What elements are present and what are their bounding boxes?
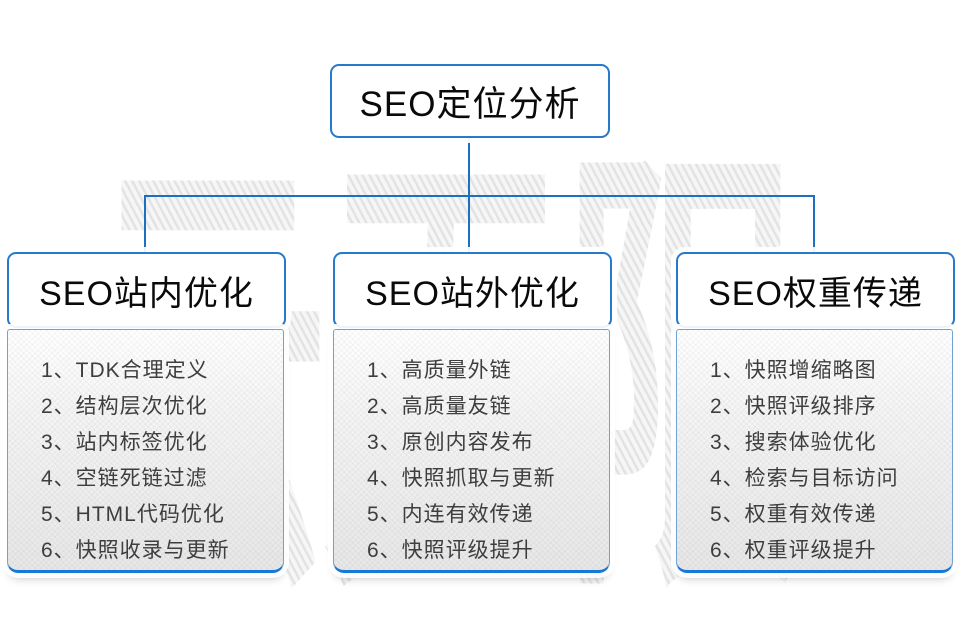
node-weight-transfer: SEO权重传递 xyxy=(676,252,955,328)
list-item: 2、结构层次优化 xyxy=(41,395,208,418)
connector-middle-vertical xyxy=(468,195,470,253)
node-title: SEO权重传递 xyxy=(708,274,923,313)
list-item: 2、快照评级排序 xyxy=(710,395,877,418)
list-item: 1、TDK合理定义 xyxy=(41,359,209,382)
list-item: 6、快照收录与更新 xyxy=(41,539,230,562)
node-onsite-optimization: SEO站内优化 xyxy=(7,252,286,328)
list-item: 3、原创内容发布 xyxy=(367,431,534,454)
list-item: 5、权重有效传递 xyxy=(710,503,877,526)
connector-horizontal xyxy=(144,195,815,197)
node-title: SEO站内优化 xyxy=(39,274,254,313)
list-onsite-optimization: 1、TDK合理定义 2、结构层次优化 3、站内标签优化 4、空链死链过滤 5、HTML代… xyxy=(7,329,284,573)
list-item: 6、快照评级提升 xyxy=(367,539,534,562)
connector-left-vertical xyxy=(144,195,146,253)
root-node: SEO定位分析 xyxy=(330,64,610,138)
node-offsite-optimization: SEO站外优化 xyxy=(333,252,612,328)
list-item: 4、检索与目标访问 xyxy=(710,467,899,490)
list-item: 1、高质量外链 xyxy=(367,359,512,382)
connector-root-vertical xyxy=(468,138,470,196)
connector-right-vertical xyxy=(813,195,815,253)
list-offsite-optimization: 1、高质量外链 2、高质量友链 3、原创内容发布 4、快照抓取与更新 5、内连有效传递 6… xyxy=(333,329,610,573)
list-item: 6、权重评级提升 xyxy=(710,539,877,562)
list-weight-transfer: 1、快照增缩略图 2、快照评级排序 3、搜索体验优化 4、检索与目标访问 5、权重有效传… xyxy=(676,329,953,573)
list-item: 3、站内标签优化 xyxy=(41,431,208,454)
list-item: 5、HTML代码优化 xyxy=(41,503,225,526)
node-title: SEO站外优化 xyxy=(365,274,580,313)
list-item: 1、快照增缩略图 xyxy=(710,359,877,382)
list-item: 5、内连有效传递 xyxy=(367,503,534,526)
root-node-title: SEO定位分析 xyxy=(359,84,581,124)
list-item: 4、空链死链过滤 xyxy=(41,467,208,490)
list-item: 2、高质量友链 xyxy=(367,395,512,418)
list-item: 4、快照抓取与更新 xyxy=(367,467,556,490)
list-item: 3、搜索体验优化 xyxy=(710,431,877,454)
